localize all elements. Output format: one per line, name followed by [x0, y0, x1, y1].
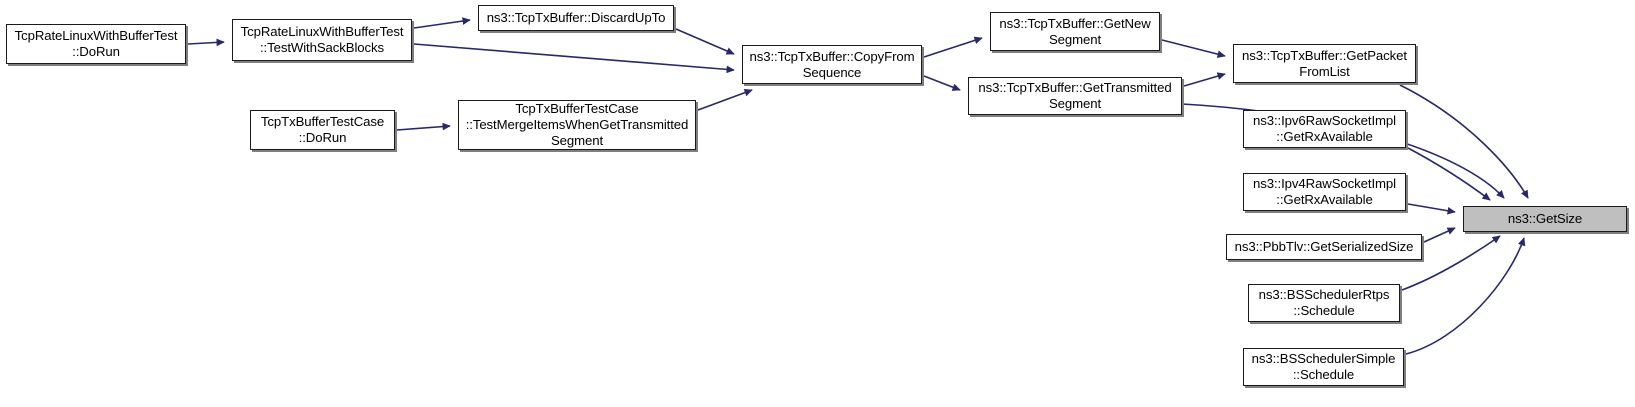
graph-node[interactable]: ns3::TcpTxBuffer::DiscardUpTo — [478, 5, 674, 31]
graph-node[interactable]: ns3::TcpTxBuffer::GetNew Segment — [990, 12, 1160, 51]
graph-node[interactable]: ns3::BSSchedulerSimple ::Schedule — [1243, 348, 1404, 386]
edge-gettransmittedsegment-to-getpacketfromlist — [1183, 72, 1226, 87]
edge-testmergeitems-to-copyfromsequence — [697, 89, 753, 111]
graph-node[interactable]: TcpTxBufferTestCase ::DoRun — [250, 110, 395, 150]
graph-node-label: ns3::TcpTxBuffer::GetTransmitted Segment — [978, 80, 1172, 111]
graph-node[interactable]: TcpRateLinuxWithBufferTest ::TestWithSac… — [232, 19, 412, 61]
edge-copyfromsequence-to-getnewsegment — [923, 36, 983, 58]
graph-node-label: ns3::Ipv6RawSocketImpl ::GetRxAvailable — [1253, 113, 1396, 144]
edge-discardupto-to-copyfromsequence — [675, 28, 735, 55]
edge-pbbtlv-getserializedsize-to-getsize — [1423, 227, 1456, 243]
edge-getpacketfromlist-to-getsize — [1399, 84, 1529, 199]
graph-node[interactable]: ns3::PbbTlv::GetSerializedSize — [1226, 234, 1422, 260]
graph-node[interactable]: ns3::TcpTxBuffer::CopyFrom Sequence — [742, 45, 922, 84]
graph-node[interactable]: ns3::GetSize — [1463, 206, 1627, 232]
edge-copyfromsequence-to-gettransmittedsegment — [923, 75, 961, 91]
edge-dorun-to-testwithsackblocks — [187, 38, 225, 47]
graph-node[interactable]: ns3::Ipv4RawSocketImpl ::GetRxAvailable — [1243, 173, 1406, 211]
graph-node-label: ns3::TcpTxBuffer::DiscardUpTo — [486, 10, 666, 25]
graph-node-label: TcpRateLinuxWithBufferTest ::TestWithSac… — [240, 24, 404, 55]
edge-ipv4rawsocketimpl-to-getsize — [1407, 203, 1456, 215]
graph-node-label: ns3::TcpTxBuffer::GetNew Segment — [999, 15, 1151, 47]
graph-node[interactable]: ns3::BSSchedulerRtps ::Schedule — [1248, 284, 1400, 322]
edge-ipv6rawsocketimpl-to-getsize — [1407, 147, 1491, 201]
graph-node-label: TcpTxBufferTestCase ::TestMergeItemsWhen… — [465, 101, 689, 148]
graph-node-label: TcpRateLinuxWithBufferTest ::DoRun — [14, 28, 178, 59]
graph-node-label: ns3::TcpTxBuffer::CopyFrom Sequence — [749, 48, 915, 80]
graph-node-label: ns3::PbbTlv::GetSerializedSize — [1234, 239, 1414, 254]
graph-node-label: ns3::TcpTxBuffer::GetPacket FromList — [1242, 47, 1407, 79]
graph-node-label: ns3::Ipv4RawSocketImpl ::GetRxAvailable — [1253, 176, 1396, 207]
graph-node-label: ns3::GetSize — [1507, 211, 1583, 226]
graph-node-label: ns3::BSSchedulerSimple ::Schedule — [1251, 351, 1396, 382]
edge-testwithsackblocks-to-copyfromsequence — [413, 43, 735, 74]
edge-bsschedulersimple-to-getsize — [1405, 237, 1526, 355]
edge-testwithsackblocks-to-discardupto — [413, 17, 471, 29]
graph-node[interactable]: TcpTxBufferTestCase ::TestMergeItemsWhen… — [458, 100, 696, 150]
graph-node-label: ns3::BSSchedulerRtps ::Schedule — [1258, 287, 1390, 318]
graph-node[interactable]: ns3::TcpTxBuffer::GetTransmitted Segment — [968, 77, 1182, 115]
edge-tcptxbuffertestcase-dorun-to-testmergeitems — [396, 122, 451, 131]
graph-node[interactable]: TcpRateLinuxWithBufferTest ::DoRun — [6, 24, 186, 64]
edge-getnewsegment-to-getpacketfromlist — [1161, 39, 1226, 58]
graph-node-label: TcpTxBufferTestCase ::DoRun — [260, 114, 385, 145]
graph-node[interactable]: ns3::Ipv6RawSocketImpl ::GetRxAvailable — [1243, 110, 1406, 148]
graph-node[interactable]: ns3::TcpTxBuffer::GetPacket FromList — [1233, 44, 1416, 83]
